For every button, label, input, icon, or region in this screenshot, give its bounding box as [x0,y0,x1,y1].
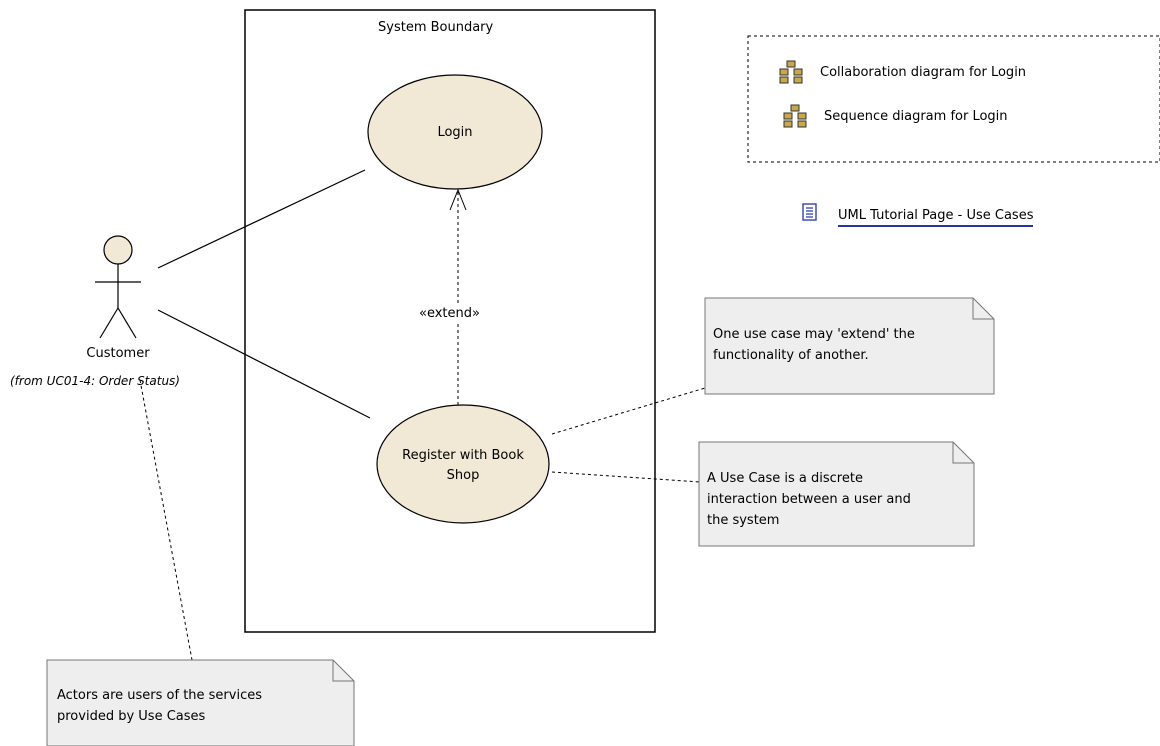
use-case-login-label: Login [437,125,473,140]
note-usecase[interactable] [698,441,975,547]
use-case-register-label-1: Register with Book [402,448,524,463]
diagram-icon [783,104,807,128]
collaboration-diagram-link[interactable]: Collaboration diagram for Login [778,60,1026,84]
use-case-register-label-2: Shop [446,468,480,483]
note-anchor-usecase [551,471,701,483]
note-anchor-actor [139,379,193,661]
sequence-diagram-link[interactable]: Sequence diagram for Login [782,104,1008,128]
uml-tutorial-link[interactable]: UML Tutorial Page - Use Cases [838,207,1034,227]
actor-customer-figure[interactable] [95,235,141,339]
extend-stereotype-label: «extend» [418,305,481,322]
note-actor-text: Actors are users of the services provide… [57,688,262,724]
association-login[interactable] [157,169,366,269]
document-icon [802,203,817,221]
note-anchor-extend [551,387,706,435]
system-boundary-title: System Boundary [378,20,494,35]
note-extend[interactable] [704,297,995,395]
diagram-icon [779,60,803,84]
use-case-login[interactable] [367,74,543,190]
sequence-diagram-label: Sequence diagram for Login [824,108,1008,124]
actor-origin: (from UC01-4: Order Status) [10,374,180,388]
extend-arrowhead [449,188,467,211]
collaboration-diagram-label: Collaboration diagram for Login [820,64,1027,80]
association-register[interactable] [157,309,371,419]
note-actor[interactable] [46,659,355,746]
note-extend-text: One use case may 'extend' the functional… [713,327,915,363]
use-case-register[interactable] [376,404,550,524]
actor-name: Customer [86,346,150,361]
diagram-links-box [747,35,1160,163]
system-boundary-box[interactable] [244,9,656,633]
note-usecase-text: A Use Case is a discrete interaction bet… [707,471,911,528]
